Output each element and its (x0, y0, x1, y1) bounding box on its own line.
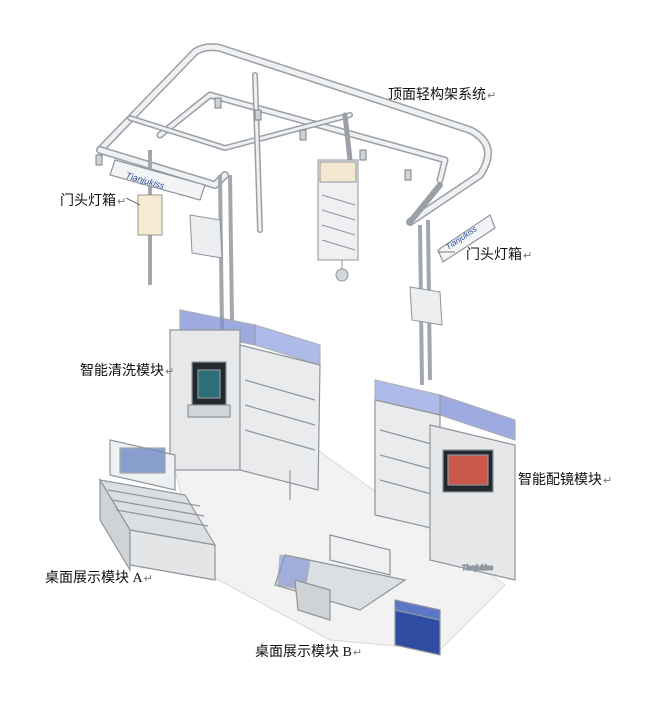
hanging-display-shelf (317, 159, 359, 282)
label-cleaning-module: 智能清洗模块↵ (80, 364, 175, 379)
label-door-lightbox-right: 门头灯箱↵ (466, 248, 533, 263)
door-lightbox-left: Tianjukiss (109, 159, 206, 236)
label-desk-display-b: 桌面展示模块 B↵ (255, 645, 363, 660)
label-roof-system: 顶面轻构架系统↵ (388, 88, 497, 103)
label-fitting-module: 智能配镜模块↵ (518, 473, 613, 488)
cleaning-module (169, 309, 321, 500)
hanging-cabinets (189, 214, 443, 326)
fitting-module: Tianjukiss (374, 379, 516, 581)
desk-display-a (98, 439, 217, 581)
desk-display-b (274, 534, 441, 656)
leader-lines (125, 197, 455, 253)
label-desk-display-a: 桌面展示模块 A↵ (45, 571, 153, 586)
svg-text:Tianjukiss: Tianjukiss (462, 565, 494, 572)
label-door-lightbox-left: 门头灯箱↵ (60, 194, 127, 209)
